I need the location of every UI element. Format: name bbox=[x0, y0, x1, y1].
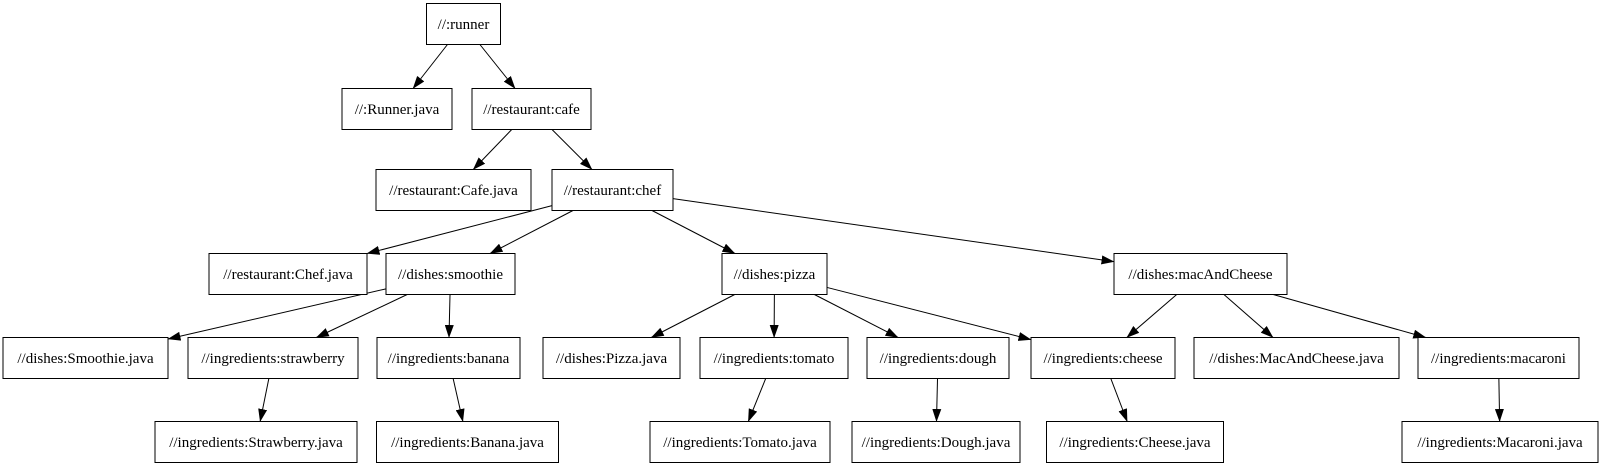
node-label-dough_java: //ingredients:Dough.java bbox=[862, 435, 1011, 451]
node-label-smoothie: //dishes:smoothie bbox=[398, 267, 503, 283]
edge-mac_and_cheese-to-mac_and_cheese_java bbox=[1223, 294, 1274, 338]
node-box-macaroni bbox=[1417, 337, 1580, 379]
node-banana: //ingredients:banana bbox=[376, 337, 521, 379]
node-label-chef_java: //restaurant:Chef.java bbox=[223, 267, 353, 283]
node-label-pizza: //dishes:pizza bbox=[734, 267, 816, 283]
node-box-macaroni_java bbox=[1401, 421, 1599, 463]
node-pizza_java: //dishes:Pizza.java bbox=[542, 337, 681, 379]
node-strawberry_java: //ingredients:Strawberry.java bbox=[154, 421, 358, 463]
node-box-strawberry bbox=[187, 337, 359, 379]
node-smoothie: //dishes:smoothie bbox=[385, 253, 516, 295]
node-label-banana_java: //ingredients:Banana.java bbox=[391, 435, 544, 451]
node-label-mac_and_cheese_java: //dishes:MacAndCheese.java bbox=[1209, 351, 1384, 367]
node-dough_java: //ingredients:Dough.java bbox=[851, 421, 1021, 463]
node-label-tomato_java: //ingredients:Tomato.java bbox=[663, 435, 817, 451]
node-box-smoothie_java bbox=[2, 337, 169, 379]
node-macaroni_java: //ingredients:Macaroni.java bbox=[1401, 421, 1599, 463]
node-label-cafe: //restaurant:cafe bbox=[483, 102, 580, 118]
node-label-macaroni_java: //ingredients:Macaroni.java bbox=[1417, 435, 1583, 451]
node-box-banana bbox=[376, 337, 521, 379]
edge-runner-to-runner_java bbox=[412, 44, 448, 89]
edge-tomato-to-tomato_java bbox=[747, 378, 767, 422]
node-mac_and_cheese: //dishes:macAndCheese bbox=[1113, 253, 1288, 295]
node-box-runner_java bbox=[341, 88, 453, 130]
edge-pizza-to-pizza_java bbox=[650, 294, 735, 338]
edge-smoothie-to-strawberry bbox=[315, 294, 408, 338]
edge-cafe-to-chef bbox=[551, 129, 593, 170]
node-label-runner_java: //:Runner.java bbox=[355, 102, 440, 118]
node-chef_java: //restaurant:Chef.java bbox=[208, 253, 368, 295]
node-box-pizza_java bbox=[542, 337, 681, 379]
node-box-mac_and_cheese bbox=[1113, 253, 1288, 295]
node-strawberry: //ingredients:strawberry bbox=[187, 337, 359, 379]
node-box-dough bbox=[866, 337, 1010, 379]
node-box-cheese bbox=[1030, 337, 1176, 379]
node-label-mac_and_cheese: //dishes:macAndCheese bbox=[1128, 267, 1272, 283]
edge-chef-to-smoothie bbox=[489, 210, 574, 254]
node-cheese_java: //ingredients:Cheese.java bbox=[1046, 421, 1224, 463]
node-banana_java: //ingredients:Banana.java bbox=[376, 421, 559, 463]
node-box-runner bbox=[426, 3, 501, 45]
edge-pizza-to-cheese bbox=[826, 286, 1032, 341]
node-box-cafe bbox=[471, 88, 592, 130]
node-label-strawberry: //ingredients:strawberry bbox=[201, 351, 345, 367]
edge-smoothie-to-banana bbox=[444, 294, 454, 338]
edge-cafe-to-cafe_java bbox=[472, 129, 513, 170]
node-cafe_java: //restaurant:Cafe.java bbox=[375, 169, 532, 211]
node-tomato_java: //ingredients:Tomato.java bbox=[649, 421, 831, 463]
node-label-cheese: //ingredients:cheese bbox=[1043, 351, 1162, 367]
node-cheese: //ingredients:cheese bbox=[1030, 337, 1176, 379]
node-box-tomato_java bbox=[649, 421, 831, 463]
node-smoothie_java: //dishes:Smoothie.java bbox=[2, 337, 169, 379]
node-box-dough_java bbox=[851, 421, 1021, 463]
edge-cheese-to-cheese_java bbox=[1110, 378, 1128, 422]
node-box-cafe_java bbox=[375, 169, 532, 211]
node-label-tomato: //ingredients:tomato bbox=[714, 351, 835, 367]
node-box-mac_and_cheese_java bbox=[1193, 337, 1400, 379]
edge-strawberry-to-strawberry_java bbox=[258, 378, 270, 422]
edge-chef-to-mac_and_cheese bbox=[672, 198, 1115, 265]
node-label-macaroni: //ingredients:macaroni bbox=[1431, 351, 1566, 367]
node-box-cheese_java bbox=[1046, 421, 1224, 463]
edge-smoothie-to-smoothie_java bbox=[167, 288, 387, 341]
node-box-banana_java bbox=[376, 421, 559, 463]
edge-chef-to-chef_java bbox=[366, 205, 553, 255]
node-box-strawberry_java bbox=[154, 421, 358, 463]
node-label-cheese_java: //ingredients:Cheese.java bbox=[1059, 435, 1211, 451]
node-label-smoothie_java: //dishes:Smoothie.java bbox=[17, 351, 154, 367]
node-macaroni: //ingredients:macaroni bbox=[1417, 337, 1580, 379]
node-label-pizza_java: //dishes:Pizza.java bbox=[556, 351, 668, 367]
node-mac_and_cheese_java: //dishes:MacAndCheese.java bbox=[1193, 337, 1400, 379]
node-box-chef_java bbox=[208, 253, 368, 295]
node-label-strawberry_java: //ingredients:Strawberry.java bbox=[169, 435, 343, 451]
node-label-chef: //restaurant:chef bbox=[564, 183, 661, 199]
node-runner: //:runner bbox=[426, 3, 501, 45]
node-box-tomato bbox=[699, 337, 849, 379]
edge-banana-to-banana_java bbox=[452, 378, 465, 422]
edge-runner-to-cafe bbox=[479, 44, 516, 89]
node-pizza: //dishes:pizza bbox=[721, 253, 828, 295]
node-box-chef bbox=[551, 169, 674, 211]
node-dough: //ingredients:dough bbox=[866, 337, 1010, 379]
node-chef: //restaurant:chef bbox=[551, 169, 674, 211]
edge-pizza-to-dough bbox=[814, 294, 899, 338]
edge-mac_and_cheese-to-macaroni bbox=[1273, 294, 1427, 339]
edge-chef-to-pizza bbox=[651, 210, 736, 254]
edge-dough-to-dough_java bbox=[932, 378, 942, 422]
node-box-pizza bbox=[721, 253, 828, 295]
node-tomato: //ingredients:tomato bbox=[699, 337, 849, 379]
edge-mac_and_cheese-to-cheese bbox=[1126, 294, 1178, 338]
node-label-banana: //ingredients:banana bbox=[388, 351, 510, 367]
node-box-smoothie bbox=[385, 253, 516, 295]
node-label-dough: //ingredients:dough bbox=[880, 351, 997, 367]
node-runner_java: //:Runner.java bbox=[341, 88, 453, 130]
node-cafe: //restaurant:cafe bbox=[471, 88, 592, 130]
node-label-cafe_java: //restaurant:Cafe.java bbox=[389, 183, 518, 199]
edge-macaroni-to-macaroni_java bbox=[1494, 378, 1504, 422]
node-label-runner: //:runner bbox=[438, 17, 490, 33]
